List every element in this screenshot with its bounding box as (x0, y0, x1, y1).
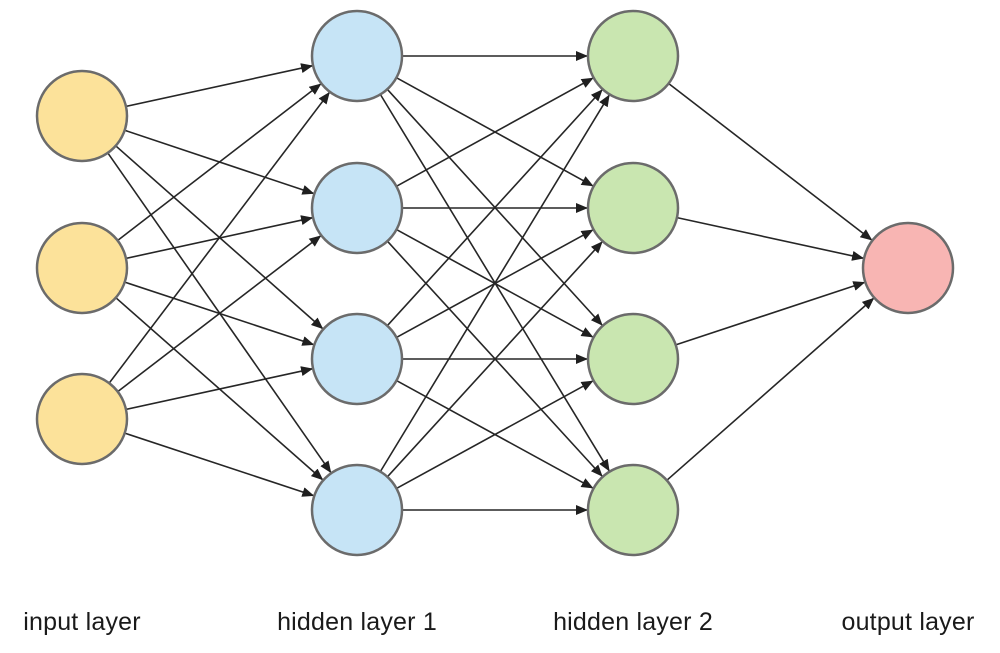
connection-arrow (668, 82, 873, 241)
connection-arrow (396, 77, 594, 188)
hidden2-node-4 (586, 463, 680, 557)
connection-arrow (386, 89, 603, 327)
connection-arrow (117, 235, 322, 393)
hidden2-node-2 (586, 161, 680, 255)
hidden1-node-4 (310, 463, 404, 557)
hidden2-node-3 (586, 312, 680, 406)
output-layer-label: output layer (841, 608, 975, 636)
hidden1-node-1 (310, 9, 404, 103)
hidden-layer-1-label: hidden layer 1 (277, 608, 437, 636)
connection-arrow (124, 432, 315, 497)
connection-arrow (108, 91, 330, 384)
connection-arrow (125, 366, 314, 411)
input-layer-label: input layer (23, 608, 141, 636)
hidden1-node-3 (310, 312, 404, 406)
connection-arrow (117, 83, 322, 242)
hidden2-node-1 (586, 9, 680, 103)
output-node-1 (861, 221, 955, 315)
connection-arrow (676, 216, 865, 261)
connection-arrow (396, 380, 594, 490)
input-node-3 (35, 372, 129, 466)
nodes-group (35, 9, 955, 557)
connection-arrow (386, 241, 603, 478)
connections-group (107, 51, 875, 515)
hidden-layer-2-label: hidden layer 2 (553, 608, 713, 636)
input-node-2 (35, 221, 129, 315)
input-node-1 (35, 69, 129, 163)
hidden1-node-2 (310, 161, 404, 255)
connection-arrow (675, 281, 866, 346)
connection-arrow (379, 94, 610, 472)
connection-arrow (666, 297, 875, 481)
connection-arrow (125, 63, 314, 108)
